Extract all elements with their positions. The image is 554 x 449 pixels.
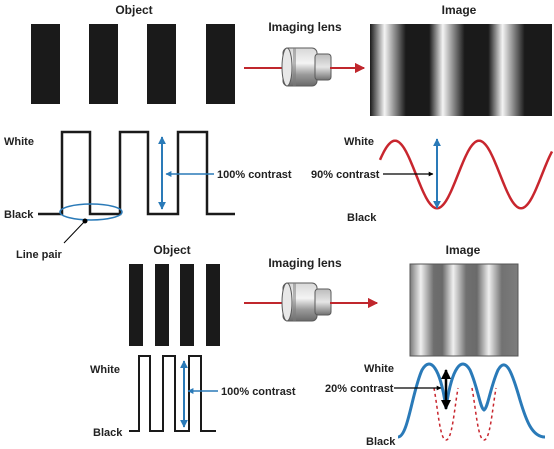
- top-lens-label: Imaging lens: [268, 20, 342, 34]
- top-image-white-label: White: [344, 136, 374, 148]
- bottom-image-black-label: Black: [366, 436, 396, 448]
- bottom-image-pattern: [409, 263, 519, 357]
- bottom-lens-icon: [281, 282, 332, 322]
- bottom-lens-label: Imaging lens: [268, 256, 342, 270]
- top-object-label: Object: [115, 3, 152, 17]
- bottom-object-bar: [206, 264, 220, 346]
- top-image-black-label: Black: [347, 212, 377, 224]
- bottom-image-white-label: White: [364, 363, 394, 375]
- top-line-pair-label: Line pair: [16, 249, 63, 261]
- bottom-image-contrast-label: 20% contrast: [325, 383, 394, 395]
- top-object-bars: [31, 24, 235, 104]
- top-line-pair-pointer: [63, 220, 86, 244]
- bottom-image-wave: [397, 362, 546, 439]
- top-black-label: Black: [4, 209, 34, 221]
- top-image-wave: [378, 139, 554, 210]
- bottom-object-contrast-label: 100% contrast: [221, 386, 296, 398]
- bottom-object-bar: [180, 264, 194, 346]
- bottom-black-label: Black: [93, 427, 123, 439]
- top-image-label: Image: [442, 3, 477, 17]
- top-line-pair-ellipse: [59, 203, 123, 221]
- top-object-bar: [206, 24, 235, 104]
- top-object-square-wave: [38, 130, 235, 216]
- bottom-image-label: Image: [446, 243, 481, 257]
- top-object-bar: [89, 24, 118, 104]
- bottom-object-label: Object: [153, 243, 190, 257]
- bottom-white-label: White: [90, 364, 120, 376]
- bottom-object-bar: [129, 264, 143, 346]
- bottom-object-square-wave: [129, 355, 216, 432]
- top-white-label: White: [4, 136, 34, 148]
- top-object-bar: [147, 24, 176, 104]
- top-image-pattern: [370, 24, 552, 116]
- top-image-contrast-label: 90% contrast: [311, 169, 380, 181]
- bottom-object-bar: [155, 264, 169, 346]
- top-object-contrast-label: 100% contrast: [217, 169, 292, 181]
- bottom-object-bars: [129, 264, 220, 346]
- top-lens-icon: [281, 47, 332, 87]
- bottom-dashed-wave: [433, 387, 497, 441]
- top-object-bar: [31, 24, 60, 104]
